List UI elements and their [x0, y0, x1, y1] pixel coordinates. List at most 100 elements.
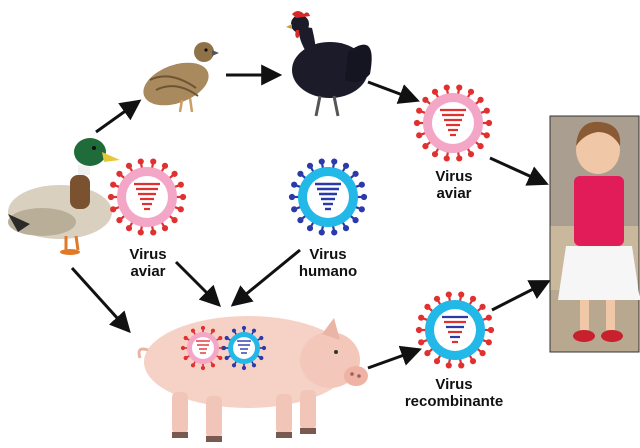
virus-spike-tip [137, 158, 144, 165]
virus-spike-tip [431, 88, 439, 95]
arrow-human-virus-to-pig [230, 248, 301, 307]
virus-spike-tip [418, 314, 425, 321]
virus-spike-tip [342, 162, 350, 169]
child-photo-icon [549, 115, 640, 353]
virus-spike-tip [116, 217, 123, 224]
label-virus-humano: Virus humano [288, 246, 368, 280]
virus-spike-tip [179, 193, 187, 201]
recombinant-virus-icon [415, 291, 495, 369]
label-line: recombinante [404, 393, 504, 410]
virus-spike-tip [177, 181, 184, 188]
virus-spike-tip [418, 339, 425, 346]
virus-spike-tip [210, 363, 216, 368]
virus-spike-tip [200, 365, 206, 371]
virus-spike-tip [251, 363, 257, 368]
label-line: humano [298, 263, 358, 280]
virus-spike-tip [210, 328, 216, 333]
virus-spike-tip [297, 217, 304, 224]
virus-spike-tip [261, 345, 267, 351]
virus-spike-tip [433, 295, 441, 302]
virus-spike-tip [297, 170, 304, 177]
avian-virus-left-icon [107, 158, 187, 236]
virus-spike-tip [443, 84, 450, 91]
virus-spike-tip [183, 355, 188, 361]
virus-spike-tip [259, 335, 264, 341]
virus-spike-tip [415, 326, 423, 334]
virus-spike-tip [456, 84, 463, 91]
arrow-duck-to-pig [70, 266, 131, 334]
label-line: Virus [129, 246, 167, 263]
human-virus-icon [288, 158, 368, 236]
quail-icon [143, 42, 219, 113]
virus-spike-tip [259, 355, 264, 361]
virus-spike-tip [231, 363, 237, 368]
virus-spike-tip [483, 107, 490, 114]
virus-spike-tip [479, 350, 486, 357]
virus-spike-tip [424, 303, 431, 310]
virus-spike-tip [458, 362, 465, 369]
arrow-pig-to-virus [367, 345, 422, 370]
arrow-hen-to-virus [367, 80, 420, 104]
virus-spike-tip [218, 355, 223, 361]
label-line: Virus [435, 168, 473, 185]
arrow-virus-to-child [489, 156, 549, 186]
label-virus-aviar-right: Virus aviar [418, 168, 490, 202]
virus-spike-tip [358, 206, 365, 213]
arrow-recomb-to-child [491, 280, 551, 312]
virus-spike-tip [110, 181, 117, 188]
virus-spike-tip [485, 339, 492, 346]
arrows [70, 64, 551, 370]
label-line: Virus [309, 246, 347, 263]
virus-spike-tip [352, 217, 359, 224]
virus-spike-tip [125, 162, 133, 169]
label-virus-aviar-left: Virus aviar [112, 246, 184, 280]
virus-spike-tip [445, 291, 452, 298]
virus-spike-tip [433, 358, 441, 365]
virus-spike-tip [458, 291, 465, 298]
virus-spike-tip [161, 225, 169, 232]
arrow-duck-to-quail [95, 99, 142, 134]
virus-spike-tip [200, 325, 206, 331]
virus-spike-tip [183, 335, 188, 341]
virus-spike-tip [306, 225, 314, 232]
virus-spike-tip [177, 206, 184, 213]
virus-spike-tip [342, 225, 350, 232]
virus-spike-tip [469, 358, 477, 365]
virus-spike-tip [331, 158, 338, 165]
virus-spike-tip [485, 119, 493, 127]
virus-spike-tip [288, 193, 296, 201]
hen-icon [286, 11, 372, 117]
virus-spike-tip [251, 328, 257, 333]
virus-spike-tip [241, 325, 247, 331]
virus-spike-tip [241, 365, 247, 371]
virus-spike-tip [224, 335, 229, 341]
avian-virus-right-icon [413, 84, 493, 162]
virus-spike-tip [485, 314, 492, 321]
virus-spike-tip [221, 345, 227, 351]
virus-spike-tip [352, 170, 359, 177]
virus-spike-tip [456, 155, 463, 162]
virus-spike-tip [483, 132, 490, 139]
virus-spike-tip [318, 158, 325, 165]
virus-spike-tip [416, 107, 423, 114]
virus-spike-tip [469, 295, 477, 302]
virus-spike-tip [479, 303, 486, 310]
virus-spike-tip [116, 170, 123, 177]
virus-spike-tip [218, 335, 223, 341]
virus-spike-tip [291, 206, 298, 213]
virus-spike-tip [150, 158, 157, 165]
pig-icon [137, 316, 368, 442]
virus-spike-tip [291, 181, 298, 188]
virus-spike-tip [358, 181, 365, 188]
virus-spike-tip [190, 328, 196, 333]
virus-spike-tip [306, 162, 314, 169]
label-virus-recombinante: Virus recombinante [396, 376, 512, 410]
virus-spike-tip [431, 151, 439, 158]
virus-spike-tip [422, 96, 429, 103]
mallard-duck-icon [8, 138, 120, 255]
virus-spike-tip [422, 143, 429, 150]
virus-spike-tip [443, 155, 450, 162]
virus-spike-tip [125, 225, 133, 232]
virus-spike-tip [477, 143, 484, 150]
virus-spike-tip [171, 217, 178, 224]
